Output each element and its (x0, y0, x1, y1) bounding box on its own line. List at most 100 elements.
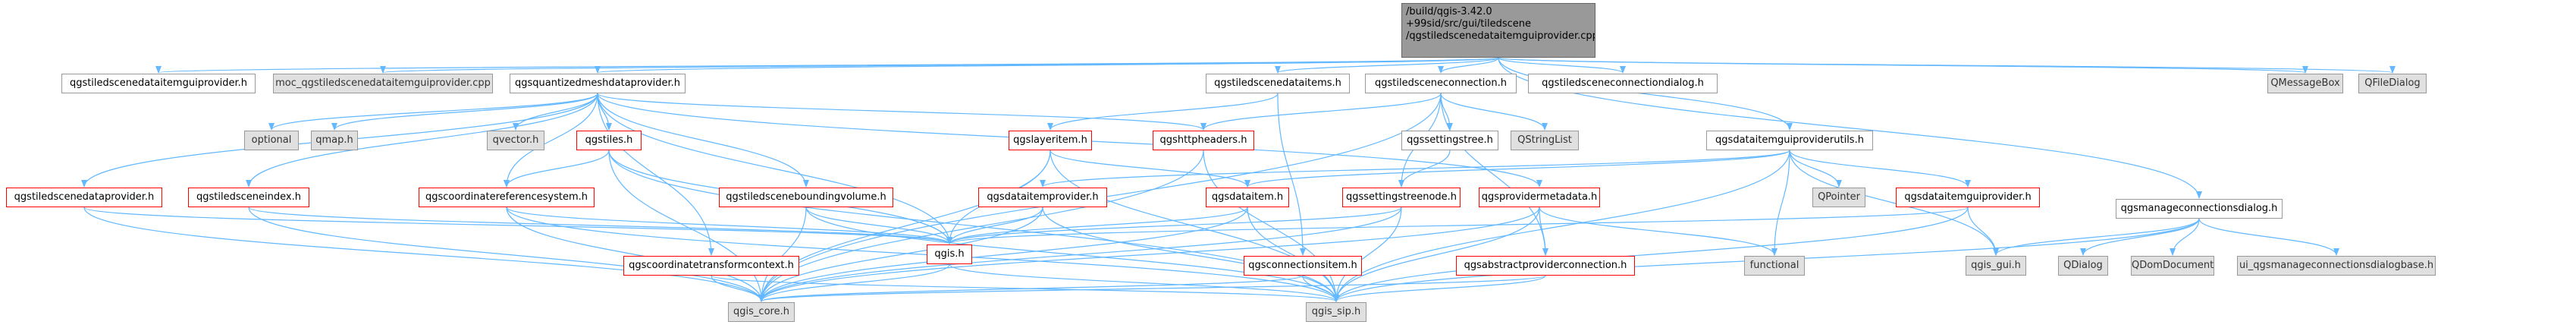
node-layeritem[interactable]: qgslayeritem.h (1009, 131, 1092, 150)
edge-dataitemprovider-to-qgis_sip (1042, 207, 1339, 302)
edge-quantized-to-sceneindex (246, 93, 598, 188)
edge-coordref-to-qgis_h (506, 207, 952, 244)
node-tiledsceneconnection[interactable]: qgstiledsceneconnection.h (1365, 74, 1517, 93)
root-path-line-3: /qgstiledscenedataitemguiprovider.cpp (1406, 30, 1595, 42)
node-dataitem[interactable]: qgsdataitem.h (1206, 188, 1289, 207)
edge-settingstreenode-to-qgis_core (758, 207, 1402, 302)
edge-settingstreenode-to-qgis_sip (1333, 207, 1402, 302)
node-providermetadata[interactable]: qgsprovidermetadata.h (1479, 188, 1600, 207)
edge-boundingvolume-to-qgis_core (758, 207, 807, 302)
node-ui-manageconnectionsdialogbase[interactable]: ui_qgsmanageconnectionsdialogbase.h (2237, 256, 2436, 276)
edge-root-to-connectiondialog (1498, 57, 1626, 74)
edge-dataitemguiproviderutils-to-dataitemguiprovider (1789, 150, 1971, 188)
edge-root-to-dataitemguiproviderutils (1498, 57, 1793, 131)
node-coordinatetransformcontext[interactable]: qgscoordinatetransformcontext.h (623, 256, 799, 276)
edge-quantized-to-coordref (504, 93, 598, 188)
node-qvector[interactable]: qvector.h (487, 131, 544, 150)
node-qmessagebox[interactable]: QMessageBox (2267, 74, 2343, 93)
edge-settingstreenode-to-qgis_h (946, 207, 1402, 244)
edge-dataitemguiproviderutils-to-functional (1771, 150, 1790, 256)
edge-root-to-qfiledialog (1498, 57, 2395, 74)
edge-dataitemprovider-to-qgis_core (758, 207, 1043, 302)
edge-dataitemguiproviderutils-to-qgis_gui (1789, 150, 1999, 256)
node-dataitemprovider[interactable]: qgsdataitemprovider.h (978, 188, 1107, 207)
node-qgstiles[interactable]: qgstiles.h (576, 131, 642, 150)
edge-qgstiles-to-coordref (504, 150, 610, 188)
node-connectiondialog[interactable]: qgstiledsceneconnectiondialog.h (1528, 74, 1718, 93)
edge-manageconnections-to-qgis_gui (1993, 218, 2200, 256)
node-qpointer[interactable]: QPointer (1812, 188, 1865, 207)
node-settingstreenode[interactable]: qgssettingstreenode.h (1342, 188, 1461, 207)
edge-root-to-sceneconnection (1438, 57, 1499, 74)
edge-dataitemguiproviderutils-to-dataitem (1244, 150, 1790, 188)
edge-qgis_h-to-qgis_sip (949, 263, 1339, 302)
node-dataitemguiproviderutils[interactable]: qgsdataitemguiproviderutils.h (1706, 131, 1873, 150)
edge-dataitem-to-qgis_sip (1247, 207, 1339, 302)
edge-coordref-to-qgis_sip (506, 207, 1339, 302)
edge-abstractprovconn-to-qgis_sip (1333, 275, 1546, 302)
edge-sceneconnection-to-httpheaders (1200, 93, 1442, 131)
edge-dataitem-to-qgis_core (758, 207, 1248, 302)
edge-dataitemguiproviderutils-to-qpointer (1789, 150, 1842, 188)
node-qmap[interactable]: qmap.h (311, 131, 358, 150)
node-qstringlist[interactable]: QStringList (1511, 131, 1579, 150)
root-path-line-2: +99sid/src/gui/tiledscene (1406, 18, 1532, 30)
edge-sceneindex-to-qgis_core (248, 207, 764, 302)
edge-scenedataprovider-to-qgis_core (83, 207, 764, 302)
edge-tiledscenedataitems-to-layeritem (1047, 93, 1279, 131)
edge-manageconnections-to-qdialog (2080, 218, 2200, 256)
node-moc-cpp[interactable]: moc_qgstiledscenedataitemguiprovider.cpp (273, 74, 493, 93)
edge-root-to-quantized (595, 57, 1499, 74)
edge-quantized-to-coordtransform (597, 93, 714, 256)
edge-dataitemguiproviderutils-to-dataitemprovider (1040, 150, 1790, 188)
node-tiledscenedataprovider[interactable]: qgstiledscenedataprovider.h (6, 188, 162, 207)
node-qgis-core[interactable]: qgis_core.h (728, 302, 795, 322)
edge-connectionsitem-to-qgis_core (758, 275, 1304, 302)
node-qgis-gui[interactable]: qgis_gui.h (1966, 256, 2026, 276)
edge-quantized-to-boundingvolume (597, 93, 809, 188)
node-dataitemguiprovider[interactable]: qgsdataitemguiprovider.h (1896, 188, 2040, 207)
node-qdomdocument[interactable]: QDomDocument (2131, 256, 2214, 276)
root-file-node[interactable]: /build/qgis-3.42.0 +99sid/src/gui/tileds… (1401, 3, 1595, 58)
edge-quantized-to-qgis_h (597, 93, 952, 244)
edge-sceneconnection-to-qstringlist (1440, 93, 1548, 131)
node-tiledsceneindex[interactable]: qgstiledsceneindex.h (188, 188, 309, 207)
edge-quantized-to-qmap (331, 93, 598, 131)
edge-coordref-to-qgis_core (506, 207, 764, 302)
edge-root-to-tiledscenedataitems (1275, 57, 1499, 74)
node-settingstree[interactable]: qgssettingstree.h (1401, 131, 1498, 150)
edge-dataitem-to-qgis_h (946, 207, 1248, 244)
node-quantizedmeshdataprovider[interactable]: qgsquantizedmeshdataprovider.h (510, 74, 686, 93)
node-qdialog[interactable]: QDialog (2058, 256, 2108, 276)
node-dataitemguiprovider-h[interactable]: qgstiledscenedataitemguiprovider.h (61, 74, 256, 93)
node-tiledscenedataitems[interactable]: qgstiledscenedataitems.h (1206, 74, 1350, 93)
edge-providermetadata-to-abstractprovconn (1539, 207, 1548, 256)
edge-layeritem-to-dataitem (1050, 150, 1250, 188)
node-httpheaders[interactable]: qgshttpheaders.h (1153, 131, 1254, 150)
edge-abstractprovconn-to-qgis_core (758, 275, 1546, 302)
node-abstractproviderconnection[interactable]: qgsabstractproviderconnection.h (1456, 256, 1635, 276)
edge-dataitemguiprovider-to-qgis_sip (1333, 207, 1969, 302)
node-optional[interactable]: optional (244, 131, 299, 150)
edge-manageconnections-to-ui_manage (2198, 218, 2339, 256)
edge-sceneindex-to-qgis_h (248, 207, 952, 244)
edge-quantized-to-qvector (513, 93, 598, 131)
edge-providermetadata-to-functional (1539, 207, 1777, 256)
node-qgis-sip[interactable]: qgis_sip.h (1306, 302, 1366, 322)
edge-sceneconnection-to-abstractprovconn (1440, 93, 1548, 256)
edge-boundingvolume-to-qgis_sip (805, 207, 1339, 302)
node-functional[interactable]: functional (1744, 256, 1805, 276)
node-qfiledialog[interactable]: QFileDialog (2358, 74, 2427, 93)
edge-dataitemguiprovider-to-qgis_h (946, 207, 1969, 244)
node-coordinatereferencesystem[interactable]: qgscoordinatereferencesystem.h (419, 188, 595, 207)
node-manageconnectionsdialog[interactable]: qgsmanageconnectionsdialog.h (2116, 199, 2283, 219)
node-connectionsitem[interactable]: qgsconnectionsitem.h (1244, 256, 1362, 276)
edge-qgis_h-to-qgis_core (758, 263, 950, 302)
node-tiledsceneboundingvolume[interactable]: qgstiledsceneboundingvolume.h (719, 188, 893, 207)
edge-quantized-to-httpheaders (597, 93, 1206, 131)
node-qgis-h[interactable]: qgis.h (927, 244, 972, 264)
edge-manageconnections-to-qdomdocument (2170, 218, 2200, 256)
edge-quantized-to-optional (268, 93, 598, 131)
root-path-line-1: /build/qgis-3.42.0 (1406, 6, 1492, 17)
